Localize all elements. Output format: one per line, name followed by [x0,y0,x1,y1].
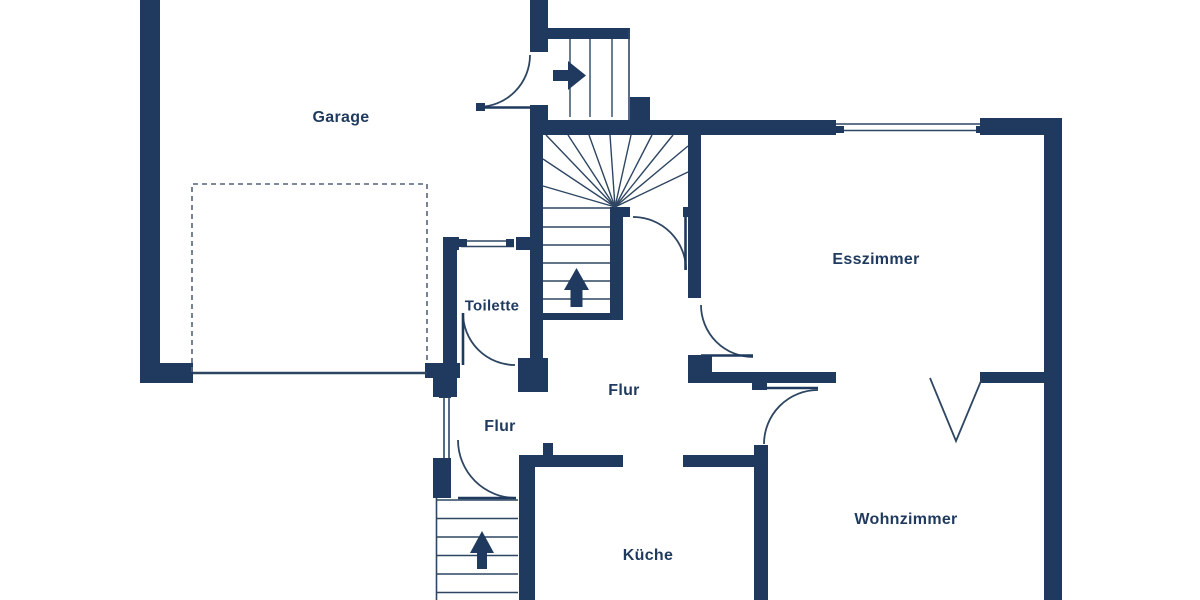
kueche-top-wall-left [519,455,623,467]
arrow-right-icon [553,61,586,90]
door-stairs [632,216,687,271]
stair-bottom-bar [540,313,623,320]
folding-door-icon [929,377,982,444]
room-label-esszimmer: Esszimmer [832,251,920,268]
toilette-sw-block-a [425,363,460,378]
walls [140,0,1062,600]
windows [443,117,985,458]
wohnzimmer-door-stub [752,372,767,390]
west-window-cap [439,389,451,398]
stair-left-wall [530,135,543,392]
arrow-up-icon [470,531,494,569]
room-label-garage: Garage [312,109,370,126]
kueche-west-wall [519,455,535,600]
main-stairs [542,134,689,307]
garage-elements [191,183,428,375]
room-label-flur-upper: Flur [608,382,640,399]
door-toilette [461,312,516,366]
north-wall-right-block [980,118,1062,135]
east-wall [1044,126,1062,600]
basement-stairs [435,498,518,600]
entry-corner-block [630,97,650,125]
wohnzimmer-west-wall [754,445,768,600]
south-wall-right [980,372,1044,383]
doors [457,54,982,500]
arrow-up-icon [564,268,589,307]
door-wohnzimmer [763,386,819,445]
north-wall [530,120,836,135]
kueche-wall-stub [543,443,553,455]
door-basement-stairs [457,439,517,500]
door-entrance [476,54,531,111]
winder-fan [542,134,689,208]
room-label-kueche: Küche [622,547,674,564]
entry-stairs-top-bar [548,28,630,39]
garage-parking-dashed-rect [191,183,428,372]
toilette-west-wall [443,237,457,367]
window-toilette [459,236,516,251]
garage-sw-corner [140,363,193,383]
room-label-flur-lower: Flur [484,418,516,435]
toilette-se-block [518,358,548,392]
entry-wall-upper [530,0,548,52]
kueche-top-wall-right [683,455,755,467]
room-label-toilette: Toilette [464,297,520,315]
door-esszimmer [700,304,754,358]
room-label-wohnzimmer: Wohnzimmer [854,511,958,528]
lower-flur-west-block [433,458,451,498]
garage-west-wall [140,0,160,383]
window-esszimmer-north [835,117,985,136]
entry-stairs [553,30,630,120]
window-flur-west [443,397,450,458]
stairdoor-stub-right [683,207,700,217]
stair-divider-wall [610,207,623,313]
